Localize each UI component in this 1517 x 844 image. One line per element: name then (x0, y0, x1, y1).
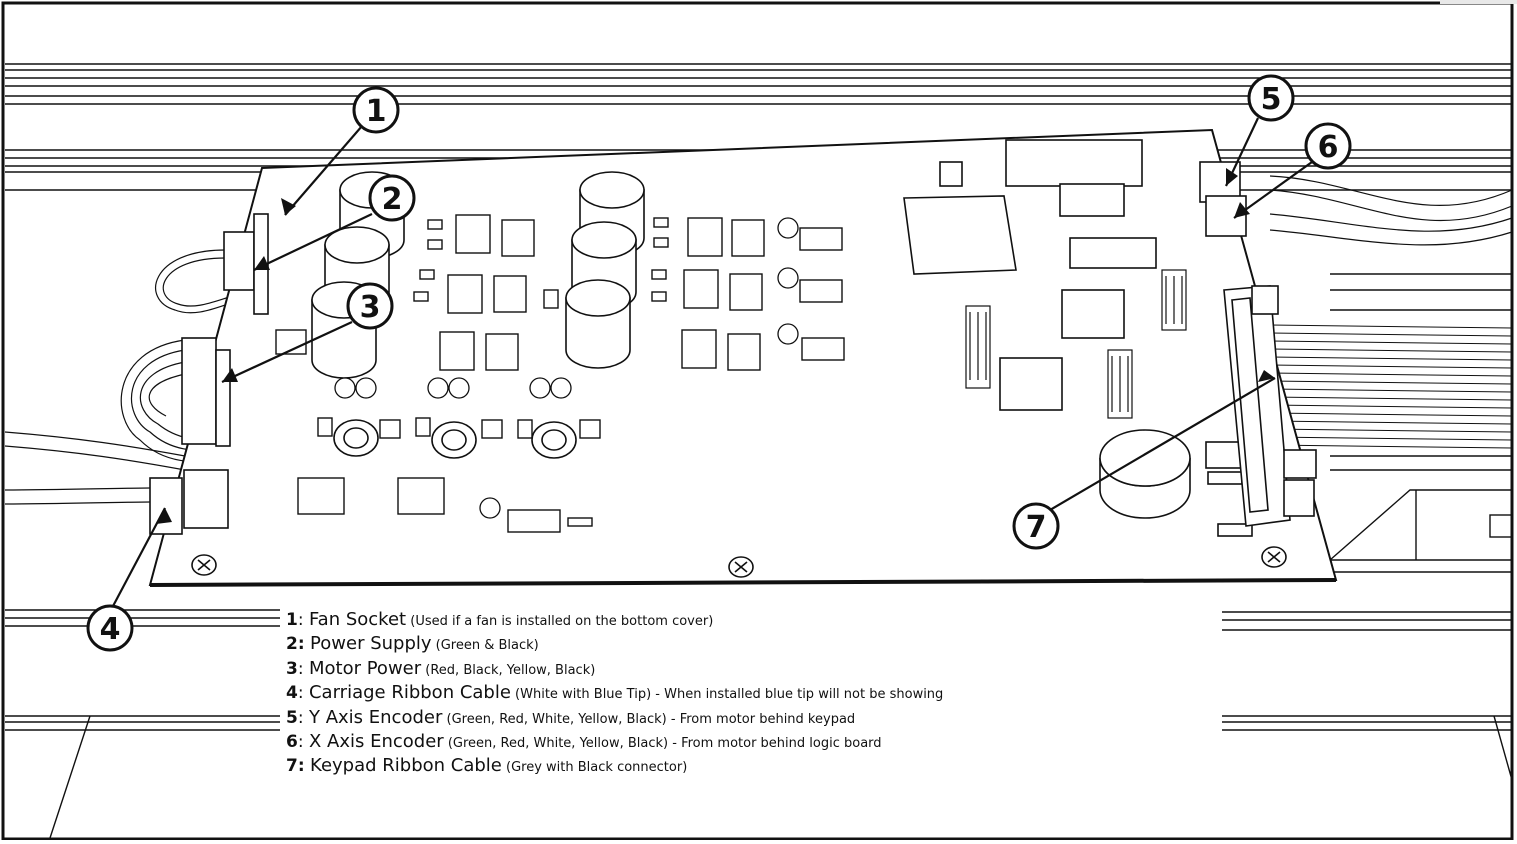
left-connectors (149, 213, 269, 535)
legend-name: Keypad Ribbon Cable (310, 755, 502, 777)
legend-item-2: 2: Power Supply (Green & Black) (286, 632, 1216, 656)
legend-number: 7: (286, 756, 305, 777)
legend-name: X Axis Encoder (308, 730, 444, 752)
legend: 1: Fan Socket (Used if a fan is installe… (286, 608, 1216, 779)
callout-2-number: 2 (382, 182, 403, 217)
legend-item-3: 3: Motor Power (Red, Black, Yellow, Blac… (286, 657, 1216, 681)
callout-numbers: 1 2 3 4 5 6 7 (100, 82, 1339, 647)
integrated-circuits (903, 139, 1253, 537)
legend-separator: : (297, 658, 309, 679)
legend-number: 1 (286, 610, 298, 630)
legend-item-5: 5: Y Axis Encoder (Green, Red, White, Ye… (286, 706, 1216, 730)
callout-leaders (111, 117, 1313, 609)
callout-4-number: 4 (100, 612, 121, 647)
mounting-screws (191, 546, 1287, 578)
keypad-connector (1223, 285, 1317, 527)
legend-detail: (Green, Red, White, Yellow, Black) (442, 711, 667, 727)
legend-item-7: 7: Keypad Ribbon Cable (Grey with Black … (286, 754, 1216, 778)
inductors (333, 419, 577, 459)
legend-number: 6 (286, 731, 298, 752)
callout-1-number: 1 (366, 94, 387, 129)
header-pins (965, 269, 1187, 419)
legend-name: Y Axis Encoder (308, 706, 443, 728)
callout-4-circle (86, 604, 134, 652)
right-bracket (1329, 489, 1513, 561)
callout-3-circle (346, 282, 394, 330)
legend-name: Motor Power (308, 657, 422, 679)
small-capacitors (334, 217, 799, 519)
callout-6-number: 6 (1318, 130, 1339, 165)
legend-name: Fan Socket (308, 609, 407, 630)
legend-detail: (White with Blue Tip) (510, 687, 652, 703)
callout-7-number: 7 (1026, 510, 1047, 545)
callout-markers (86, 74, 1352, 652)
callout-5-number: 5 (1261, 82, 1282, 117)
legend-item-6: 6: X Axis Encoder (Green, Red, White, Ye… (286, 730, 1216, 754)
legend-name: Carriage Ribbon Cable (308, 682, 511, 704)
legend-note: - From motor behind logic board (668, 735, 882, 751)
legend-name: Power Supply (310, 633, 432, 655)
legend-note: - From motor behind keypad (666, 711, 856, 727)
keypad-ribbon (1269, 324, 1513, 449)
legend-item-1: 1: Fan Socket (Used if a fan is installe… (286, 608, 1216, 632)
legend-note: - When installed blue tip will not be sh… (651, 687, 944, 703)
callout-3-number: 3 (360, 290, 381, 325)
legend-detail: (Red, Black, Yellow, Black) (421, 662, 596, 678)
legend-separator: : (297, 683, 309, 704)
legend-number: 3 (286, 658, 298, 679)
callout-2-circle (368, 174, 416, 222)
legend-number: 5 (286, 707, 298, 728)
callout-5-circle (1247, 74, 1295, 122)
encoder-cables (1269, 175, 1513, 246)
legend-separator: : (297, 610, 309, 630)
callout-6-circle (1304, 122, 1352, 170)
callout-arrowheads (156, 168, 1275, 524)
smd-components (275, 214, 845, 533)
legend-detail: (Grey with Black connector) (501, 760, 688, 776)
legend-separator: : (297, 731, 309, 752)
corner-tab (1440, 0, 1517, 4)
legend-detail: (Green, Red, White, Yellow, Black) (443, 735, 669, 751)
legend-detail: (Green & Black) (431, 638, 539, 654)
legend-number: 4 (286, 683, 298, 704)
legend-number: 2: (286, 634, 305, 655)
legend-separator: : (297, 707, 309, 728)
legend-item-4: 4: Carriage Ribbon Cable (White with Blu… (286, 681, 1216, 705)
legend-detail: (Used if a fan is installed on the botto… (406, 614, 714, 629)
callout-1-circle (352, 86, 400, 134)
callout-7-circle (1012, 502, 1060, 550)
